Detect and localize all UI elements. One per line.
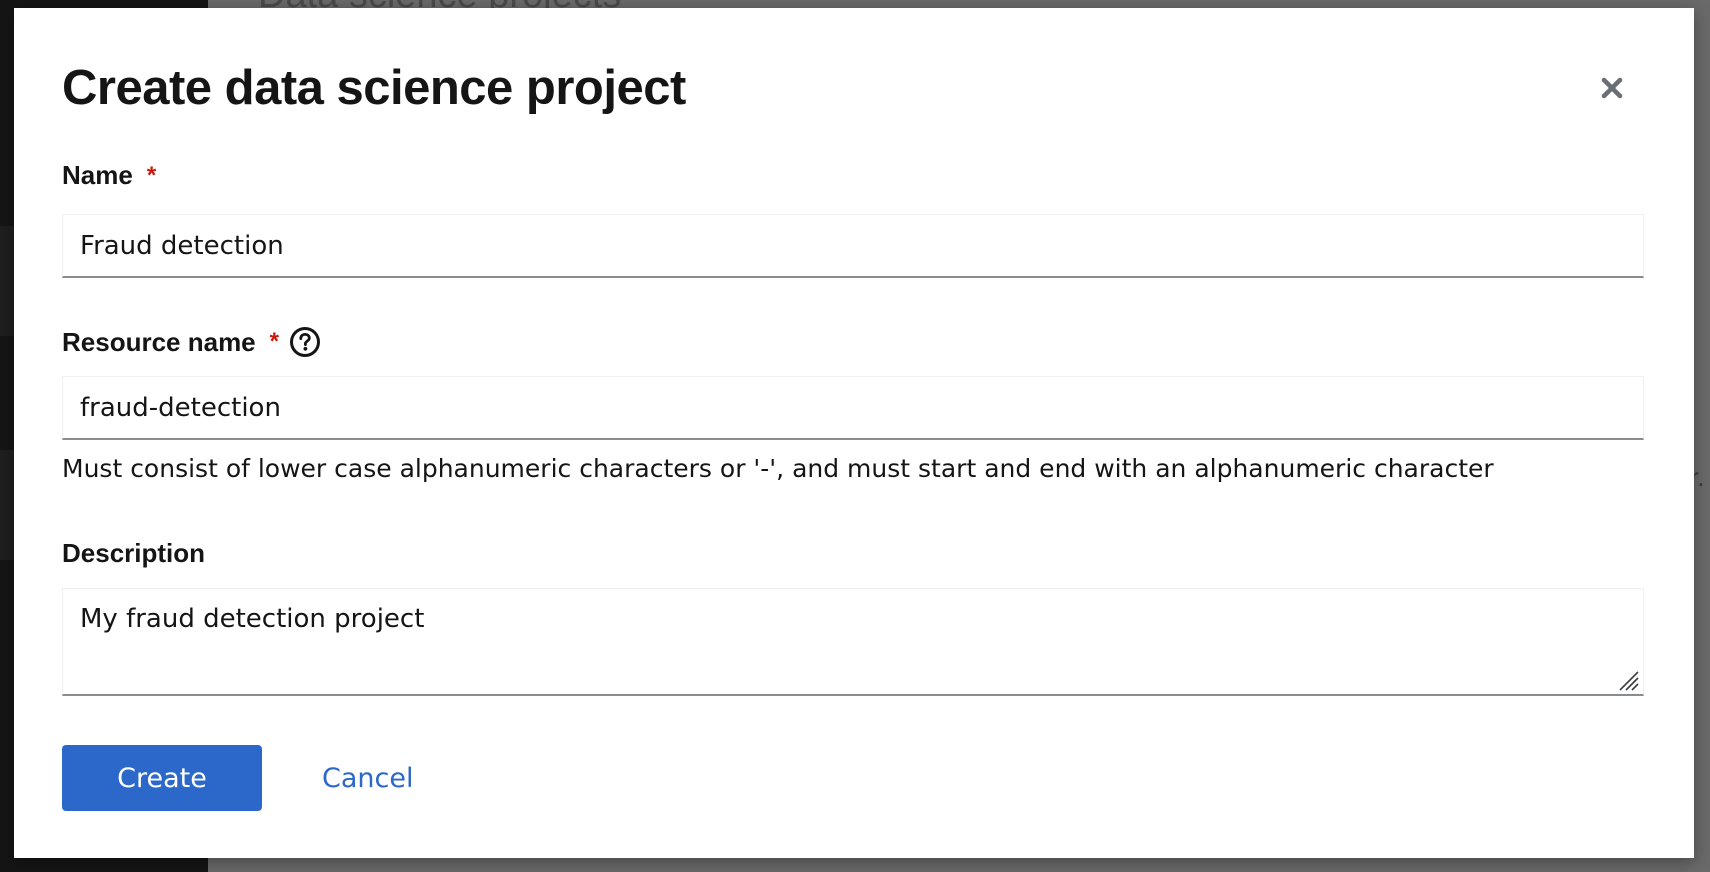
resource-name-label: Resource name * xyxy=(62,326,321,358)
resource-name-label-text: Resource name xyxy=(62,326,256,357)
required-indicator: * xyxy=(146,161,157,189)
required-indicator: * xyxy=(269,328,279,355)
cancel-button[interactable]: Cancel xyxy=(310,745,425,811)
close-icon xyxy=(1594,70,1630,106)
create-project-modal: Create data science project Name * Resou… xyxy=(14,8,1694,858)
modal-title: Create data science project xyxy=(62,61,686,115)
resize-handle-icon[interactable] xyxy=(1616,668,1640,692)
resource-name-helper-text: Must consist of lower case alphanumeric … xyxy=(62,454,1494,483)
description-label: Description xyxy=(62,538,205,569)
name-label-text: Name xyxy=(62,160,133,190)
close-button[interactable] xyxy=(1594,70,1630,106)
name-label: Name * xyxy=(62,160,156,191)
name-input[interactable] xyxy=(62,214,1644,278)
resource-name-input[interactable] xyxy=(62,376,1644,440)
description-label-text: Description xyxy=(62,538,206,568)
description-textarea[interactable]: My fraud detection project xyxy=(62,588,1644,696)
create-button[interactable]: Create xyxy=(62,745,262,811)
help-icon[interactable] xyxy=(289,326,321,358)
